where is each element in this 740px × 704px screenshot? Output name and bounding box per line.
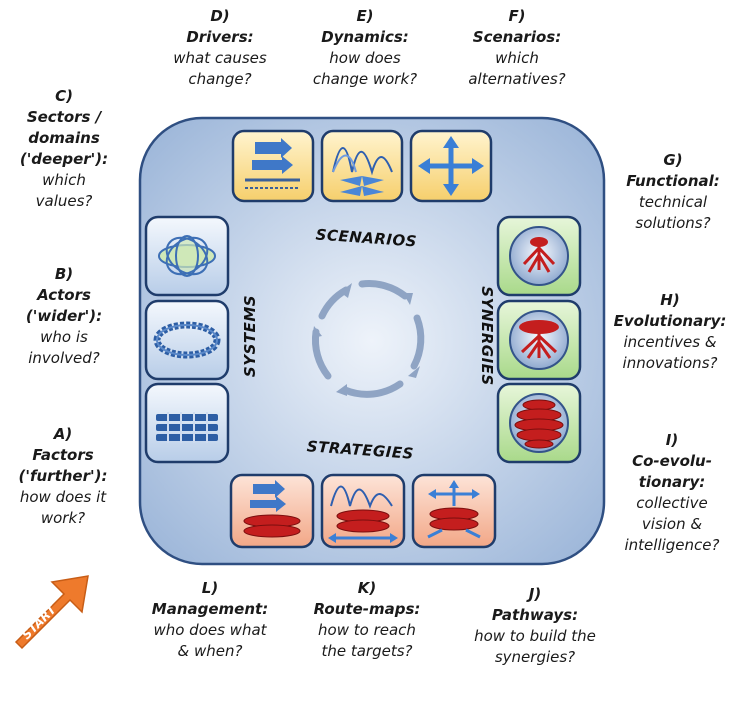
label-h-evolutionary: H) Evolutionary: incentives & innovation…: [600, 290, 740, 374]
label-l-letter: L): [201, 579, 219, 597]
label-d-line2: change?: [188, 70, 252, 88]
label-e-letter: E): [356, 7, 374, 25]
label-b-line2: who is: [40, 328, 88, 346]
label-d-drivers: D) Drivers: what causes change?: [150, 6, 290, 90]
label-c-line3: which: [42, 171, 86, 189]
label-g-functional: G) Functional: technical solutions?: [608, 150, 738, 234]
label-i-title: Co-evolu-: [632, 452, 712, 470]
label-b-actors: B) Actors ('wider'): who is involved?: [4, 264, 124, 369]
label-k-line1: how to reach: [318, 621, 416, 639]
label-h-line2: innovations?: [622, 354, 718, 372]
label-f-line1: which: [495, 49, 539, 67]
management-icon: [229, 473, 315, 549]
actors-icon: [144, 299, 230, 381]
label-i-letter: I): [665, 431, 679, 449]
label-l-line1: who does what: [153, 621, 267, 639]
label-e-line2: change work?: [312, 70, 418, 88]
label-i-line2: collective: [636, 494, 708, 512]
label-k-title: Route-maps:: [313, 600, 421, 618]
label-i-line4: intelligence?: [624, 536, 720, 554]
label-a-line3: work?: [40, 509, 86, 527]
label-l-title: Management:: [151, 600, 269, 618]
label-k-line2: the targets?: [321, 642, 413, 660]
label-j-letter: J): [528, 585, 542, 603]
label-k-letter: K): [357, 579, 377, 597]
label-a-title: Factors: [32, 446, 94, 464]
functional-icon: [496, 215, 582, 297]
label-c-title: Sectors /: [26, 108, 102, 126]
label-b-title: Actors: [37, 286, 91, 304]
label-c-line1: domains: [28, 129, 100, 147]
label-h-line1: incentives &: [623, 333, 717, 351]
label-c-sectors: C) Sectors / domains ('deeper'): which v…: [4, 86, 124, 212]
axis-synergies: SYNERGIES: [478, 286, 496, 385]
label-i-line3: vision &: [641, 515, 703, 533]
start-label: START: [19, 602, 59, 642]
label-g-line1: technical: [638, 193, 708, 211]
start-arrow-icon: START: [14, 575, 89, 650]
dynamics-icon: [320, 129, 404, 203]
evolutionary-icon: [496, 299, 582, 381]
label-h-letter: H): [660, 291, 680, 309]
label-g-letter: G): [663, 151, 683, 169]
label-c-line4: values?: [35, 192, 93, 210]
label-j-title: Pathways:: [491, 606, 579, 624]
label-a-line2: how does it: [19, 488, 107, 506]
label-f-title: Scenarios:: [472, 28, 562, 46]
label-h-title: Evolutionary:: [613, 312, 727, 330]
label-l-line2: & when?: [177, 642, 243, 660]
label-g-title: Functional:: [626, 172, 720, 190]
label-d-line1: what causes: [173, 49, 267, 67]
label-i-coevolutionary: I) Co-evolu- tionary: collective vision …: [606, 430, 738, 556]
label-f-scenarios: F) Scenarios: which alternatives?: [442, 6, 592, 90]
drivers-icon: [231, 129, 315, 203]
label-d-title: Drivers:: [186, 28, 254, 46]
label-e-dynamics: E) Dynamics: how does change work?: [290, 6, 440, 90]
label-k-route-maps: K) Route-maps: how to reach the targets?: [292, 578, 442, 662]
scenarios-icon: [409, 129, 493, 203]
label-e-title: Dynamics:: [321, 28, 409, 46]
main-frame: [138, 116, 606, 566]
route-maps-icon: [320, 473, 406, 549]
label-a-line1: ('further'):: [18, 467, 108, 485]
label-d-letter: D): [210, 7, 230, 25]
label-c-letter: C): [55, 87, 73, 105]
label-a-letter: A): [53, 425, 73, 443]
label-c-line2: ('deeper'):: [19, 150, 109, 168]
label-a-factors: A) Factors ('further'): how does it work…: [0, 424, 126, 529]
label-j-pathways: J) Pathways: how to build the synergies?: [450, 584, 620, 668]
label-j-line1: how to build the: [474, 627, 596, 645]
label-b-letter: B): [54, 265, 74, 283]
sectors-icon: [144, 382, 230, 464]
pathways-icon: [411, 473, 497, 549]
label-g-line2: solutions?: [635, 214, 711, 232]
label-i-line1: tionary:: [638, 473, 706, 491]
label-f-line2: alternatives?: [468, 70, 566, 88]
axis-systems: SYSTEMS: [241, 295, 259, 377]
coevolutionary-icon: [496, 382, 582, 464]
factors-icon: [144, 215, 230, 297]
label-b-line1: ('wider'):: [25, 307, 103, 325]
label-j-line2: synergies?: [494, 648, 576, 666]
label-e-line1: how does: [329, 49, 401, 67]
label-f-letter: F): [508, 7, 526, 25]
label-l-management: L) Management: who does what & when?: [130, 578, 290, 662]
label-b-line3: involved?: [28, 349, 100, 367]
